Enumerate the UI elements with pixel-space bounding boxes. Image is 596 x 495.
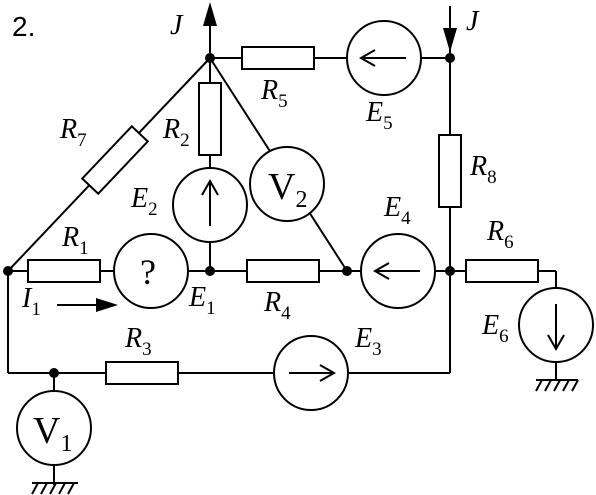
label-r6: R6: [486, 216, 514, 253]
resistor-r4: [246, 259, 320, 283]
arrow-left-icon: [358, 49, 406, 67]
label-r3: R3: [124, 323, 152, 360]
resistor-r6: [465, 259, 539, 283]
resistor-r1: [27, 259, 101, 283]
label-e4: E4: [383, 192, 411, 229]
arrow-up-icon: [201, 178, 219, 226]
voltmeter-v2-label: V2: [268, 166, 307, 213]
label-e2: E2: [130, 183, 158, 220]
label-r8: R8: [469, 151, 497, 188]
resistor-r7: [80, 124, 150, 196]
resistor-r3: [105, 361, 179, 385]
resistor-r2: [198, 82, 222, 156]
source-e1-unknown: [113, 233, 189, 309]
label-r7: R7: [59, 114, 87, 151]
arrow-left-icon: [372, 262, 420, 280]
label-r5: R5: [260, 75, 288, 112]
label-e1: E1: [188, 282, 216, 319]
j-source-up-arrow-icon: [203, 2, 217, 26]
ground-icon: [31, 465, 78, 495]
label-e6: E6: [481, 310, 509, 347]
label-r4: R4: [263, 287, 291, 324]
wires: [7, 6, 557, 485]
resistor-r8: [438, 134, 462, 208]
ground-icon: [535, 362, 579, 392]
arrow-right-icon: [289, 364, 337, 382]
label-j-left: J: [170, 10, 184, 41]
resistor-r5: [241, 46, 315, 70]
label-e5: E5: [365, 97, 393, 134]
problem-number: 2.: [12, 11, 35, 42]
label-i1: I1: [21, 283, 41, 320]
voltmeter-v1-label: V1: [33, 410, 72, 457]
label-r1: R1: [61, 222, 89, 259]
voltmeter-v2: [249, 146, 325, 222]
unknown-mark: ?: [140, 252, 156, 292]
label-r2: R2: [162, 114, 190, 151]
arrow-down-icon: [547, 304, 565, 352]
junction-nodes: [3, 53, 455, 378]
label-j-right: J: [466, 6, 480, 37]
current-i1-arrow-icon: [57, 298, 118, 312]
label-e3: E3: [354, 323, 382, 360]
j-source-down-arrow-icon: [443, 28, 457, 52]
